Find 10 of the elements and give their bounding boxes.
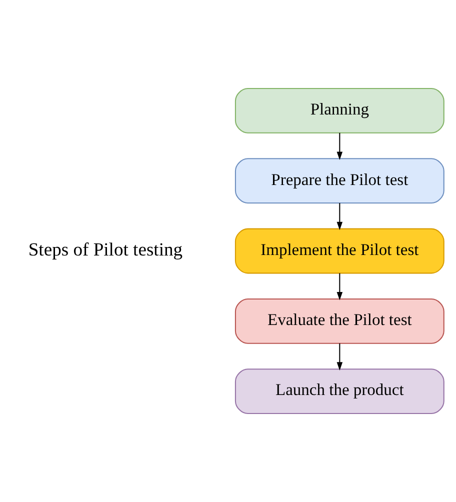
node-box: Evaluate the Pilot test [234, 298, 444, 344]
arrow [336, 203, 342, 230]
node-box: Planning [234, 88, 444, 134]
arrow [336, 132, 342, 160]
arrow [336, 343, 342, 370]
node-box: Launch the product [234, 368, 444, 414]
node-box: Prepare the Pilot test [234, 158, 444, 204]
node-box: Implement the Pilot test [234, 228, 444, 274]
label: Steps of Pilot testing [28, 240, 182, 261]
arrow [336, 273, 342, 300]
